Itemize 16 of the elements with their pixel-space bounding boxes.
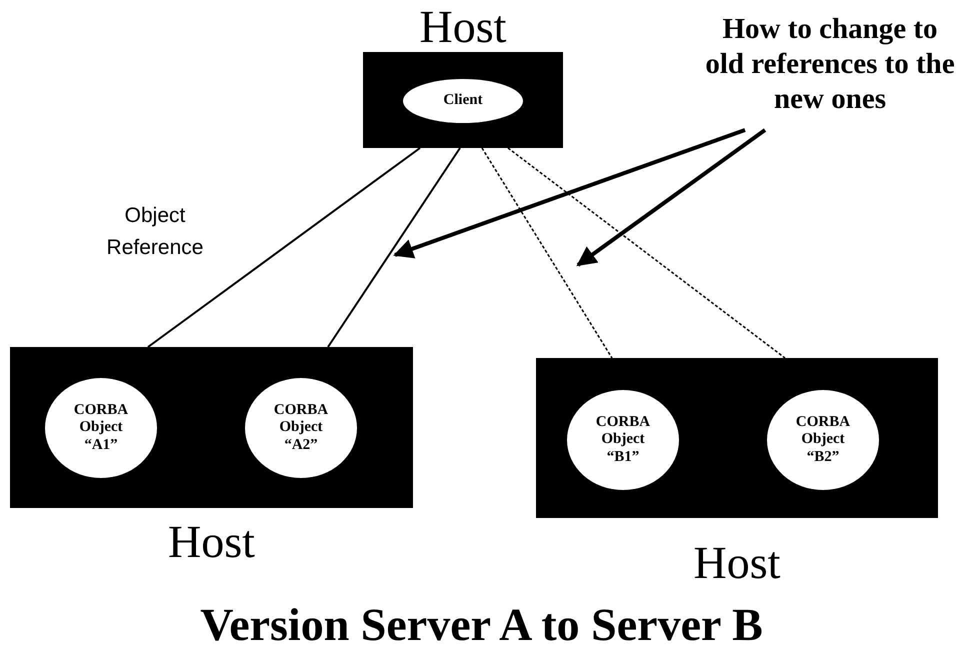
host-label: Host — [694, 536, 780, 589]
note-text: How to change to old references to the new ones — [700, 12, 960, 130]
object-ellipse: CORBA Object “B2” — [767, 390, 879, 490]
object-ellipse: CORBA Object “A1” — [45, 378, 157, 478]
connector-line — [147, 147, 421, 348]
connector-line — [481, 148, 613, 358]
object-ellipse: CORBA Object “A2” — [245, 378, 357, 478]
object-ellipse: CORBA Object “B1” — [567, 390, 679, 490]
arrow — [576, 128, 766, 267]
host-label: Host — [168, 515, 255, 568]
caption: Version Server A to Server B — [199, 598, 764, 651]
connector-line — [508, 147, 786, 359]
host-label: Host — [420, 0, 506, 53]
arrow — [393, 128, 746, 258]
connector-line — [327, 147, 461, 348]
object-ellipse: Client — [403, 79, 523, 123]
